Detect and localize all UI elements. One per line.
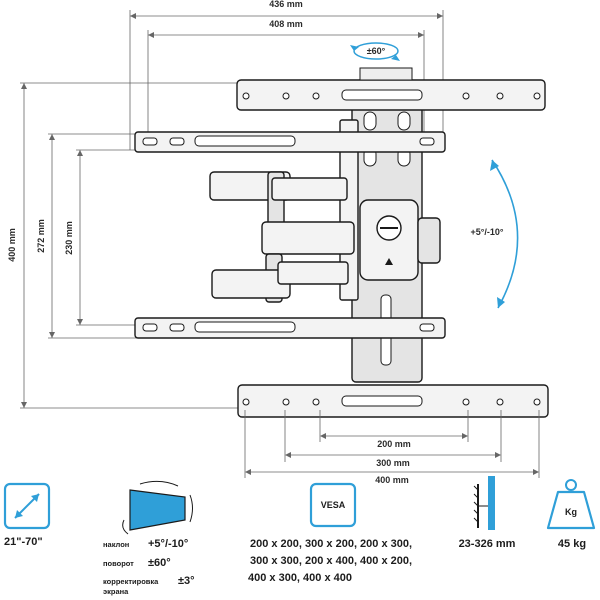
dim-width-inner: 408 mm — [269, 19, 303, 29]
spec-level-label-1: корректировка — [103, 577, 159, 586]
vesa-line-2: 300 x 300, 200 x 400, 400 x 200, — [250, 555, 412, 567]
dim-height-outer: 400 mm — [7, 228, 17, 262]
spec-level-value: ±3° — [178, 575, 195, 587]
screen-size-icon — [3, 482, 51, 530]
vesa-line-3: 400 x 300, 400 x 400 — [248, 572, 352, 584]
lower-rail — [134, 317, 446, 339]
dim-height-mid: 272 mm — [36, 219, 46, 253]
dim-bottom-400: 400 mm — [375, 475, 409, 485]
tilt-swivel-icon — [122, 480, 193, 535]
dim-tilt: +5°/-10° — [471, 227, 504, 237]
spec-swivel-value: ±60° — [148, 557, 171, 569]
support-rails — [339, 119, 359, 301]
dim-width-outer: 436 mm — [269, 0, 303, 9]
spec-level-label-2: экрана — [103, 587, 129, 596]
dim-bottom-200: 200 mm — [377, 439, 411, 449]
spec-tilt-label: наклон — [103, 540, 129, 549]
dim-swivel: ±60° — [367, 46, 386, 56]
upper-rail — [134, 131, 446, 153]
pivot-head — [359, 199, 441, 281]
weight-icon — [546, 479, 596, 530]
top-tv-bar — [236, 67, 546, 111]
dimension-lines-bottom — [244, 410, 540, 478]
wall-distance-icon — [473, 476, 495, 530]
vesa-icon — [309, 482, 357, 528]
weight-badge-label: Kg — [565, 507, 577, 517]
articulated-arms — [209, 171, 355, 303]
tilt-arrow — [490, 159, 519, 309]
spec-wall-distance: 23-326 mm — [459, 538, 516, 550]
spec-max-load: 45 kg — [558, 538, 586, 550]
vesa-line-1: 200 x 200, 300 x 200, 200 x 300, — [250, 538, 412, 550]
bottom-tv-bar — [237, 384, 549, 418]
spec-screen-size: 21"-70" — [4, 536, 43, 548]
swivel-arrow — [350, 42, 400, 61]
dim-height-inner: 230 mm — [64, 221, 74, 255]
vesa-badge-label: VESA — [321, 500, 346, 510]
spec-tilt-value: +5°/-10° — [148, 538, 188, 550]
dim-bottom-300: 300 mm — [376, 458, 410, 468]
dimension-lines-left — [20, 82, 240, 409]
spec-swivel-label: поворот — [103, 559, 134, 568]
